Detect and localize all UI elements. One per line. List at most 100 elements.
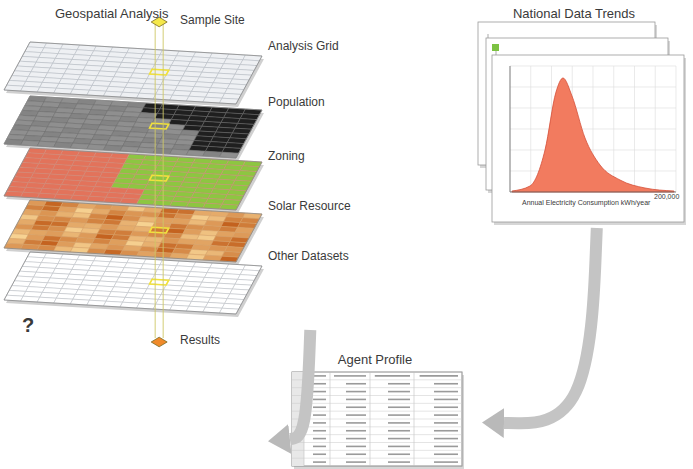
table-rule <box>292 387 462 388</box>
panel-heading: Agent Profile <box>268 352 482 367</box>
cell-entry <box>346 406 366 408</box>
cell-entry <box>313 446 326 448</box>
chart-card <box>492 55 686 225</box>
cell-entry <box>434 383 458 385</box>
sample-cell <box>150 69 169 75</box>
cell-entry <box>434 438 458 440</box>
solar-resource-layer <box>4 200 264 265</box>
cell-entry <box>334 375 366 377</box>
agent-table <box>292 372 464 469</box>
grid-cell <box>150 279 169 285</box>
card-face <box>492 55 684 222</box>
sample-cell <box>150 175 169 181</box>
table-rule <box>292 403 462 404</box>
cell-entry <box>313 383 326 385</box>
cell-entry <box>346 383 366 385</box>
cell-entry <box>434 446 458 448</box>
cell-entry <box>388 453 410 455</box>
cell-entry <box>434 391 458 393</box>
cell-entry <box>346 438 366 440</box>
cell-entry <box>388 446 410 448</box>
cell-entry <box>313 430 326 432</box>
histogram <box>512 78 674 192</box>
cell-entry <box>313 414 326 416</box>
table-rule <box>292 426 462 427</box>
cell-entry <box>388 422 410 424</box>
cell-entry <box>346 430 366 432</box>
table-rule <box>292 395 462 396</box>
zoning-layer <box>4 148 264 213</box>
table-rule <box>292 379 462 380</box>
layer-label: Results <box>180 334 220 348</box>
layer-label: Analysis Grid <box>268 40 339 54</box>
cell-entry <box>313 422 326 424</box>
cell-entry <box>313 399 326 401</box>
chart-gridline <box>510 87 676 88</box>
panel-heading: National Data Trends <box>460 6 688 21</box>
cell-entry <box>375 375 410 377</box>
table-rule <box>292 411 462 412</box>
cell-entry <box>346 391 366 393</box>
sample-column <box>163 24 164 338</box>
cell-entry <box>434 422 458 424</box>
cell-entry <box>434 414 458 416</box>
table-frame <box>292 372 462 466</box>
cell-entry <box>388 414 410 416</box>
chart-gridline <box>510 129 676 130</box>
cell-entry <box>346 446 366 448</box>
agent-profile-panel: Agent Profile <box>268 350 482 467</box>
sample-cell <box>150 227 169 233</box>
grid-cell <box>150 69 169 75</box>
cell-entry <box>434 399 458 401</box>
cell-entry <box>346 461 366 463</box>
cell-entry <box>420 375 458 377</box>
cell-entry <box>434 453 458 455</box>
sample-cell <box>150 279 169 285</box>
data-marker <box>492 44 499 51</box>
table-rule <box>292 419 462 420</box>
analysis-grid-layer <box>4 42 264 107</box>
layer-label: Population <box>268 96 325 110</box>
chart-gridline <box>510 108 676 109</box>
axis-line <box>510 66 511 192</box>
sample-column <box>155 24 156 338</box>
cell-entry <box>313 391 326 393</box>
cell-entry <box>434 406 458 408</box>
cell-entry <box>434 430 458 432</box>
cell-entry <box>313 453 326 455</box>
layer-label: Other Datasets <box>268 250 349 264</box>
cell-entry <box>388 383 410 385</box>
table-rule <box>292 458 462 459</box>
cell-entry <box>388 406 410 408</box>
unknown-mark: ? <box>22 314 34 337</box>
cell-entry <box>313 438 326 440</box>
axis-tick-label: 200,000 <box>654 193 679 201</box>
table-rule <box>292 450 462 451</box>
axis-label: Annual Electricity Consumption kWh/year <box>522 199 650 207</box>
axis-line <box>510 192 676 193</box>
cell-entry <box>388 461 410 463</box>
cell-entry <box>434 461 458 463</box>
cell-entry <box>388 430 410 432</box>
table-rule <box>292 442 462 443</box>
cell-entry <box>346 414 366 416</box>
layer-label: Solar Resource <box>268 200 351 214</box>
results-marker <box>151 337 167 347</box>
table-rule <box>292 434 462 435</box>
sample-cell <box>150 123 169 129</box>
grid-cell <box>150 123 169 129</box>
cell-entry <box>346 399 366 401</box>
layer-label: Sample Site <box>180 14 245 28</box>
chart-gridline <box>510 150 676 151</box>
grid-cell <box>150 175 169 181</box>
grid-cell <box>150 227 169 233</box>
flow-arrow <box>290 330 310 439</box>
trends-panel: National Data Trends <box>460 4 688 228</box>
layer-label: Zoning <box>268 150 305 164</box>
layer-outline <box>4 252 262 314</box>
cell-entry <box>388 399 410 401</box>
cell-entry <box>388 391 410 393</box>
cell-entry <box>346 453 366 455</box>
